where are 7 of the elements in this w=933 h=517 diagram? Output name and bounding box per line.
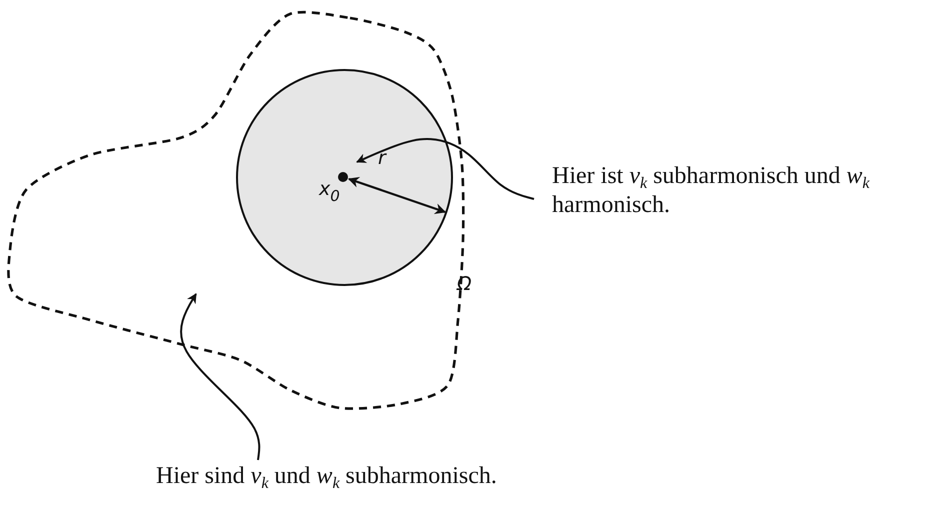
annotation-text: Hier ist v$_{k}$ subharmonisch und w$_{k}$ harmonisch. <box>552 162 871 220</box>
annotation-text: Hier sind v$_{k}$ und w$_{k}$ subharmonisch. <box>156 462 497 491</box>
math-label: r <box>378 149 386 168</box>
leader-arrow <box>356 138 534 200</box>
math-label: x$_{0}$ <box>319 180 340 199</box>
disk <box>236 69 453 286</box>
leader-arrow <box>180 293 260 460</box>
